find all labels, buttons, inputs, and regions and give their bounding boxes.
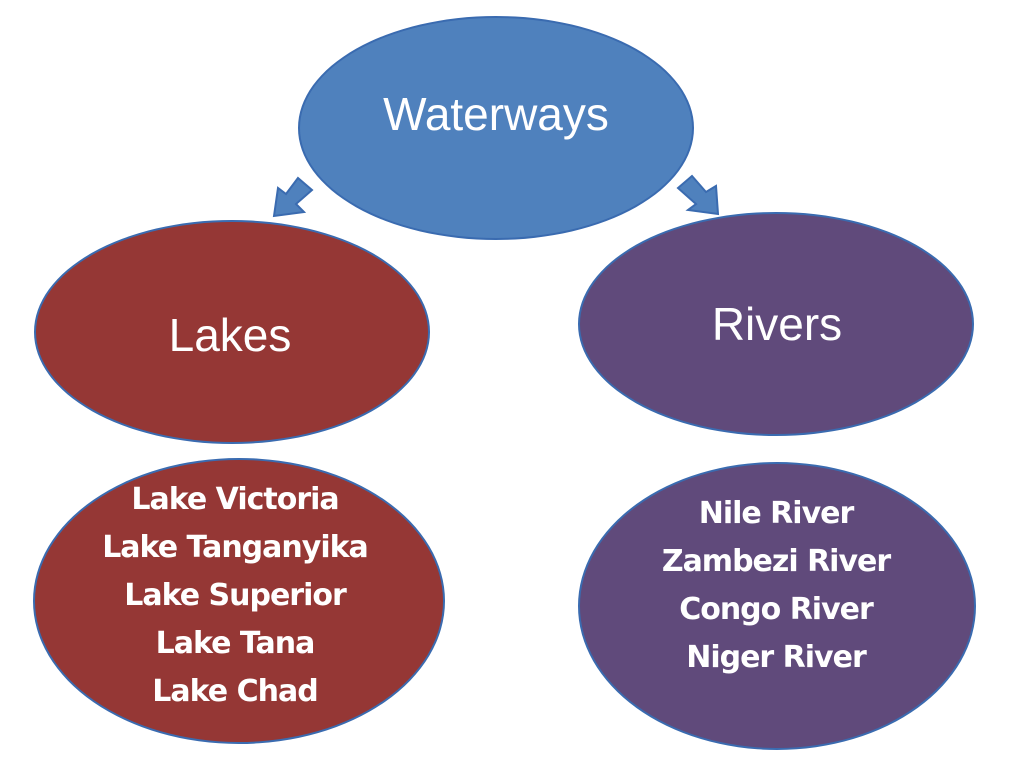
rivers-node: Rivers bbox=[578, 212, 974, 436]
list-item: Niger River bbox=[686, 640, 867, 675]
rivers-list: Nile River Zambezi River Congo River Nig… bbox=[661, 490, 891, 682]
lakes-label: Lakes bbox=[168, 309, 292, 361]
list-item: Congo River bbox=[679, 592, 874, 627]
list-item: Lake Tanganyika bbox=[102, 530, 369, 565]
lakes-node: Lakes bbox=[34, 220, 430, 444]
rivers-label: Rivers bbox=[711, 298, 843, 350]
lakes-list-node: Lake Victoria Lake Tanganyika Lake Super… bbox=[33, 458, 445, 744]
list-item: Lake Chad bbox=[152, 674, 318, 709]
arrow-to-lakes bbox=[272, 176, 314, 218]
arrow-to-rivers bbox=[676, 174, 720, 216]
list-item: Lake Tana bbox=[155, 626, 316, 661]
list-item: Nile River bbox=[698, 496, 855, 531]
rivers-list-node: Nile River Zambezi River Congo River Nig… bbox=[578, 462, 976, 750]
list-item: Lake Superior bbox=[124, 578, 347, 613]
list-item: Lake Victoria bbox=[131, 482, 339, 517]
waterways-node: Waterways bbox=[298, 16, 694, 240]
list-item: Zambezi River bbox=[661, 544, 891, 579]
waterways-label: Waterways bbox=[383, 88, 609, 140]
lakes-list: Lake Victoria Lake Tanganyika Lake Super… bbox=[102, 476, 369, 716]
